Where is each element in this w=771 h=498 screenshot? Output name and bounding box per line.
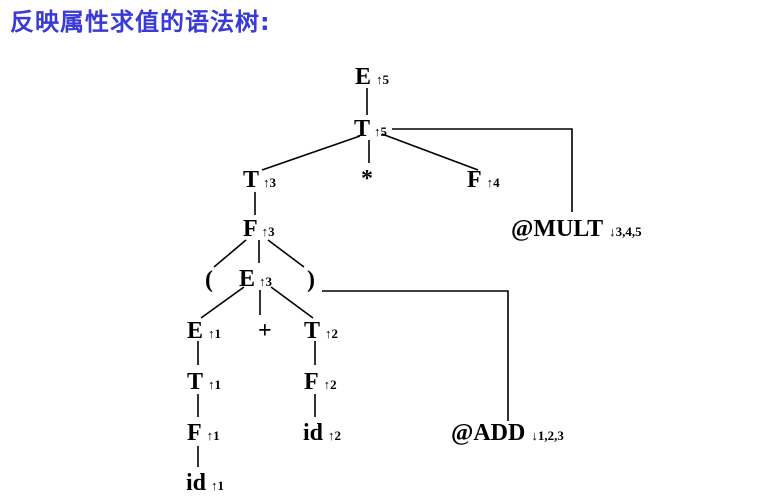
node-f-l1: F↑1 [187, 420, 220, 446]
node-t-left: T↑3 [243, 167, 277, 193]
node-e-root: E↑5 [355, 64, 390, 90]
node-add: @ADD↓1,2,3 [451, 420, 564, 446]
node-f-r2: F↑2 [304, 369, 337, 395]
node-id-l1: id↑1 [186, 470, 224, 496]
node-rparen: ) [307, 267, 315, 293]
edge-fmid-lparen [213, 239, 247, 268]
node-mult: @MULT↓3,4,5 [511, 216, 642, 242]
node-f-mid: F↑3 [243, 216, 275, 242]
node-plus: + [258, 318, 272, 344]
edge-t-mult [392, 128, 573, 212]
edge-t-tleft [261, 135, 361, 171]
node-e-leaf: E↑1 [187, 318, 221, 344]
edge-t-fright [381, 133, 479, 171]
node-star: * [361, 166, 373, 192]
page-title: 反映属性求值的语法树: [10, 8, 271, 36]
node-e-mid: E↑3 [239, 266, 273, 292]
node-f-right: F↑4 [467, 167, 500, 193]
node-t-r2: T↑2 [304, 318, 338, 344]
node-t-l1: T↑1 [187, 369, 221, 395]
edge-emid-add [322, 290, 509, 421]
node-lparen: ( [205, 267, 213, 293]
node-t-top: T↑5 [354, 116, 388, 142]
edge-emid-eleaf [200, 286, 245, 319]
edge-fmid-rparen [267, 239, 305, 268]
edge-emid-tr2 [270, 286, 314, 319]
node-id-r2: id↑2 [303, 420, 341, 446]
